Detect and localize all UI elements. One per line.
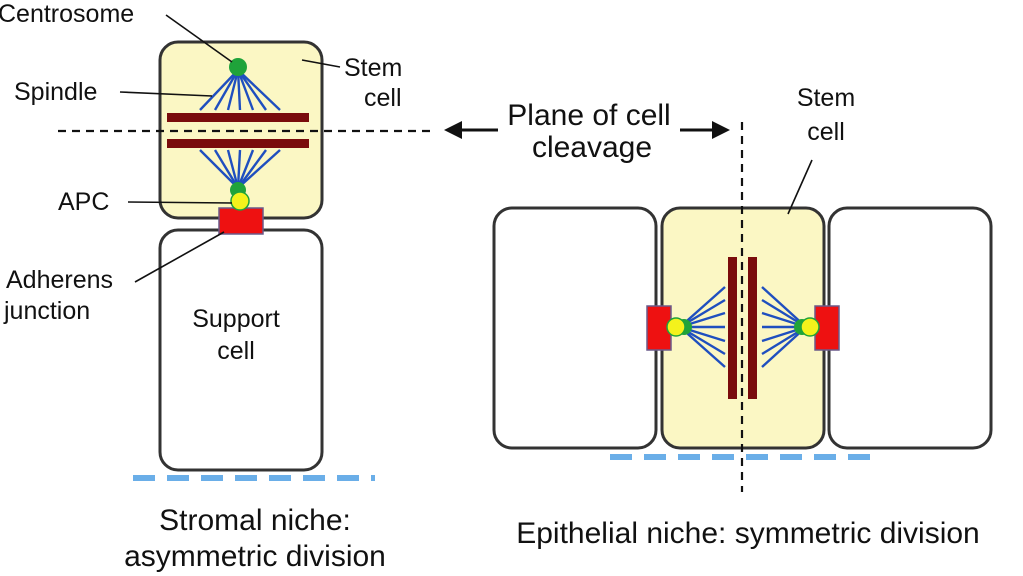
spindle-label: Spindle — [14, 78, 97, 106]
left-spindle-lower — [199, 149, 281, 189]
cleavage-plane-annotation: Plane of cell cleavage — [444, 99, 730, 164]
left-centrosome-top — [229, 58, 247, 76]
right-neighbor-cell — [827, 206, 993, 450]
left-neighbor-cell — [492, 206, 658, 450]
adherens-label-line1: Adherens — [6, 266, 113, 294]
adherens-label-line2: junction — [3, 297, 90, 325]
stromal-caption-line2: asymmetric division — [124, 540, 386, 573]
right-metaphase-plate-right — [748, 257, 757, 399]
support-cell-label-line2: cell — [217, 337, 255, 365]
apc-label: APC — [58, 188, 109, 216]
spindle-leader — [119, 91, 213, 97]
right-stem-label-line1: Stem — [797, 84, 855, 112]
right-apc-right — [800, 317, 820, 337]
adherens-leader — [134, 231, 225, 283]
epithelial-niche-panel: Stem cell Epithelial niche: symmetric di… — [492, 84, 993, 550]
stem-cell-leader-right — [787, 159, 813, 215]
left-spindle-upper — [199, 69, 281, 111]
left-apc — [230, 191, 250, 211]
centrosome-leader — [165, 14, 233, 63]
centrosome-label: Centrosome — [0, 0, 134, 28]
left-adherens-junction — [218, 207, 264, 235]
support-cell-label-line1: Support — [192, 305, 280, 333]
apc-leader — [127, 201, 233, 204]
right-stem-label-line2: cell — [807, 118, 845, 146]
right-apc-left — [666, 317, 686, 337]
stem-cell-leader-left — [301, 59, 341, 68]
plane-label-line1: Plane of cell — [507, 99, 670, 132]
left-stem-label-line1: Stem — [344, 54, 402, 82]
epithelial-caption: Epithelial niche: symmetric division — [516, 517, 980, 550]
left-metaphase-plate-top — [167, 113, 309, 122]
plane-arrowhead-right — [712, 121, 730, 139]
stromal-niche-panel: Centrosome Spindle Stem cell APC Adheren… — [0, 0, 430, 573]
plane-arrowhead-left — [444, 121, 462, 139]
left-metaphase-plate-bottom — [167, 139, 309, 148]
plane-label-line2: cleavage — [532, 131, 652, 164]
left-stem-label-line2: cell — [364, 84, 402, 112]
right-metaphase-plate-left — [728, 257, 737, 399]
stromal-caption-line1: Stromal niche: — [159, 504, 351, 537]
